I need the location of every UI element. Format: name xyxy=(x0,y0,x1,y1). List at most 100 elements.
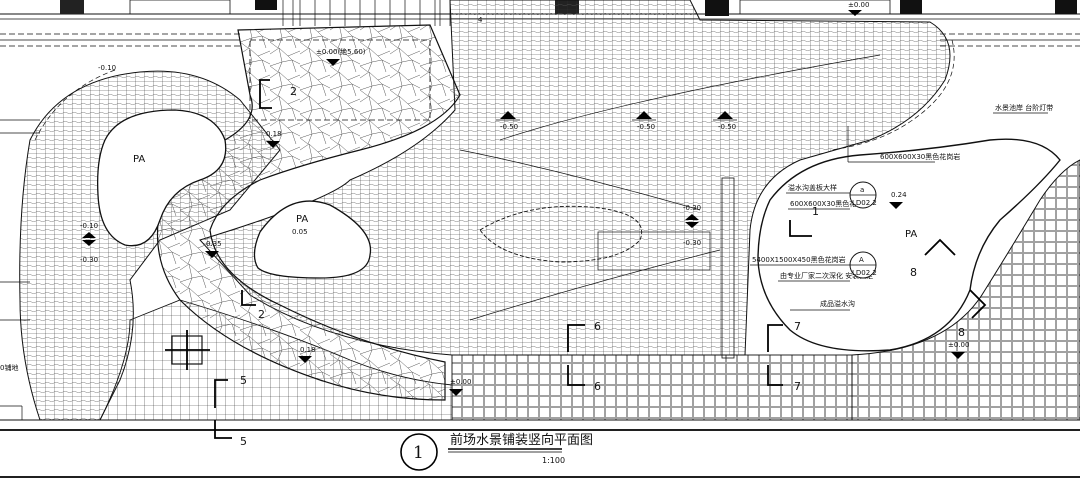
annotation-group: 水景池岸 台阶灯带 600X600X30黑色花岗岩 溢水沟盖板大样 600X60… xyxy=(0,103,1053,372)
elevation-marker-small-b: -0.50 xyxy=(632,111,656,131)
svg-text:-0.30: -0.30 xyxy=(80,256,98,264)
svg-text:-0.50: -0.50 xyxy=(637,123,655,131)
zone-label-pa2: PA xyxy=(296,214,308,225)
zone-level-pa2: 0.05 xyxy=(292,228,308,236)
section-mark-2a: 2 xyxy=(259,79,297,109)
section-mark-4: 4 xyxy=(478,16,483,24)
svg-text:LD02.2: LD02.2 xyxy=(852,199,877,207)
elevation-triangle-icon xyxy=(82,240,96,246)
section-mark-1: 1 xyxy=(789,205,819,237)
grate-symbol xyxy=(165,330,210,370)
section-mark-2b: 2 xyxy=(241,290,265,321)
svg-text:8: 8 xyxy=(958,326,965,339)
elevation-triangle-icon xyxy=(205,251,219,258)
elevation-triangle-icon xyxy=(685,214,699,220)
elevation-triangle-icon xyxy=(266,141,280,148)
elevation-marker-small-c: -0.50 xyxy=(713,111,737,131)
annotation-text: 600X600X30黑色花岗 xyxy=(790,199,863,208)
section-mark-6b: 6 xyxy=(567,365,601,393)
svg-text:-0.50: -0.50 xyxy=(500,123,518,131)
right-curved-paving xyxy=(851,159,1080,421)
zone-label-pa3: PA xyxy=(905,229,917,240)
elevation-marker-000a: ±0.00 xyxy=(449,378,471,396)
elevation-text: ±0.00 xyxy=(848,1,869,9)
section-mark-5b: 5 xyxy=(214,420,247,448)
section-mark-7b: 7 xyxy=(767,365,801,393)
elevation-text: ±0.00 xyxy=(450,378,471,386)
section-mark-7a: 7 xyxy=(767,320,801,352)
elevation-marker-mid: -0.30 -0.30 xyxy=(683,204,701,247)
elevation-marker-035: 0.35 xyxy=(205,240,222,258)
svg-text:7: 7 xyxy=(794,320,801,333)
sheet-border xyxy=(0,405,1080,478)
elevation-text: ±0.00 xyxy=(948,341,969,349)
svg-text:6: 6 xyxy=(594,380,601,393)
svg-text:1: 1 xyxy=(812,205,819,218)
elevation-triangle-icon xyxy=(685,222,699,228)
elevation-marker-018: 0.18 xyxy=(266,130,282,148)
section-mark-8a: 8 xyxy=(910,238,956,279)
elevation-marker-left: -0.10 -0.30 xyxy=(80,222,98,264)
drawing-title-block: 1 前场水景铺装竖向平面图 1:100 xyxy=(400,432,593,471)
section-mark-8b: 8 xyxy=(958,289,987,339)
annotation-text: 由专业厂家二次深化 安装固定 xyxy=(780,271,873,280)
svg-text:LD02.2: LD02.2 xyxy=(852,269,877,277)
detail-ref-a: a LD02.2 xyxy=(849,181,877,209)
svg-text:-0.50: -0.50 xyxy=(718,123,736,131)
svg-text:5: 5 xyxy=(240,435,247,448)
elevation-marker-top-right: ±0.00 xyxy=(848,1,869,16)
svg-text:-0.30: -0.30 xyxy=(683,239,701,247)
svg-text:8: 8 xyxy=(910,266,917,279)
annotation-text: 水景池岸 台阶灯带 xyxy=(995,103,1053,112)
svg-text:2: 2 xyxy=(290,85,297,98)
svg-text:A: A xyxy=(859,256,864,264)
elevation-text: ±0.00(绝5.60) xyxy=(316,47,366,56)
annotation-text: 600X600X30黑色花岗岩 xyxy=(880,152,960,161)
annotation-text: 成品溢水沟 xyxy=(820,299,855,308)
svg-text:6: 6 xyxy=(594,320,601,333)
elevation-triangle-icon xyxy=(717,111,733,119)
svg-text:-0.30: -0.30 xyxy=(683,204,701,212)
planting-island-3 xyxy=(757,138,1061,352)
annotation-text: 5400X1500X450黑色花岗岩 xyxy=(752,255,846,264)
elevation-marker-small-a: -0.50 xyxy=(496,111,520,131)
right-paving xyxy=(451,354,853,421)
elevation-text: 0.18 xyxy=(300,346,316,354)
annotation-text: 0铺地 xyxy=(0,363,18,372)
elevation-triangle-icon xyxy=(298,356,312,363)
svg-text:a: a xyxy=(860,186,864,194)
drawing-scale: 1:100 xyxy=(542,456,565,465)
elevation-triangle-icon xyxy=(951,352,965,359)
elevation-triangle-icon xyxy=(848,10,862,16)
elevation-marker-topleft: -0.10 xyxy=(98,64,116,72)
elevation-triangle-icon xyxy=(449,389,463,396)
svg-text:2: 2 xyxy=(258,308,265,321)
elevation-marker-000b: ±0.00 xyxy=(948,341,969,359)
elevation-marker-top: ±0.00(绝5.60) xyxy=(316,47,366,66)
zone-label-pa1: PA xyxy=(133,154,145,165)
elevation-text: 0.35 xyxy=(206,240,222,248)
drawing-title: 前场水景铺装竖向平面图 xyxy=(450,432,593,448)
section-mark-6a: 6 xyxy=(567,320,601,352)
elevation-marker-018b: 0.18 xyxy=(298,346,316,363)
elevation-triangle-icon xyxy=(326,59,340,66)
drawing-number-circle xyxy=(400,433,438,471)
elevation-triangle-icon xyxy=(636,111,652,119)
planting-island-1 xyxy=(97,109,227,247)
planting-island-2 xyxy=(253,200,372,279)
drawing-number: 1 xyxy=(413,443,424,463)
elevation-triangle-icon xyxy=(82,232,96,238)
svg-text:5: 5 xyxy=(240,374,247,387)
elevation-text: -0.10 xyxy=(98,64,116,72)
elevation-marker-024: 0.24 xyxy=(889,191,907,209)
plaza-grid-paving xyxy=(199,0,951,356)
annotation-text: 溢水沟盖板大样 xyxy=(788,183,837,192)
detail-ref-A: A LD02.2 xyxy=(849,251,877,279)
svg-text:7: 7 xyxy=(794,380,801,393)
elevation-triangle-icon xyxy=(500,111,516,119)
pond-outline xyxy=(479,205,642,263)
svg-text:-0.10: -0.10 xyxy=(80,222,98,230)
elevation-text: 0.24 xyxy=(891,191,907,199)
elevation-text: 0.18 xyxy=(266,130,282,138)
